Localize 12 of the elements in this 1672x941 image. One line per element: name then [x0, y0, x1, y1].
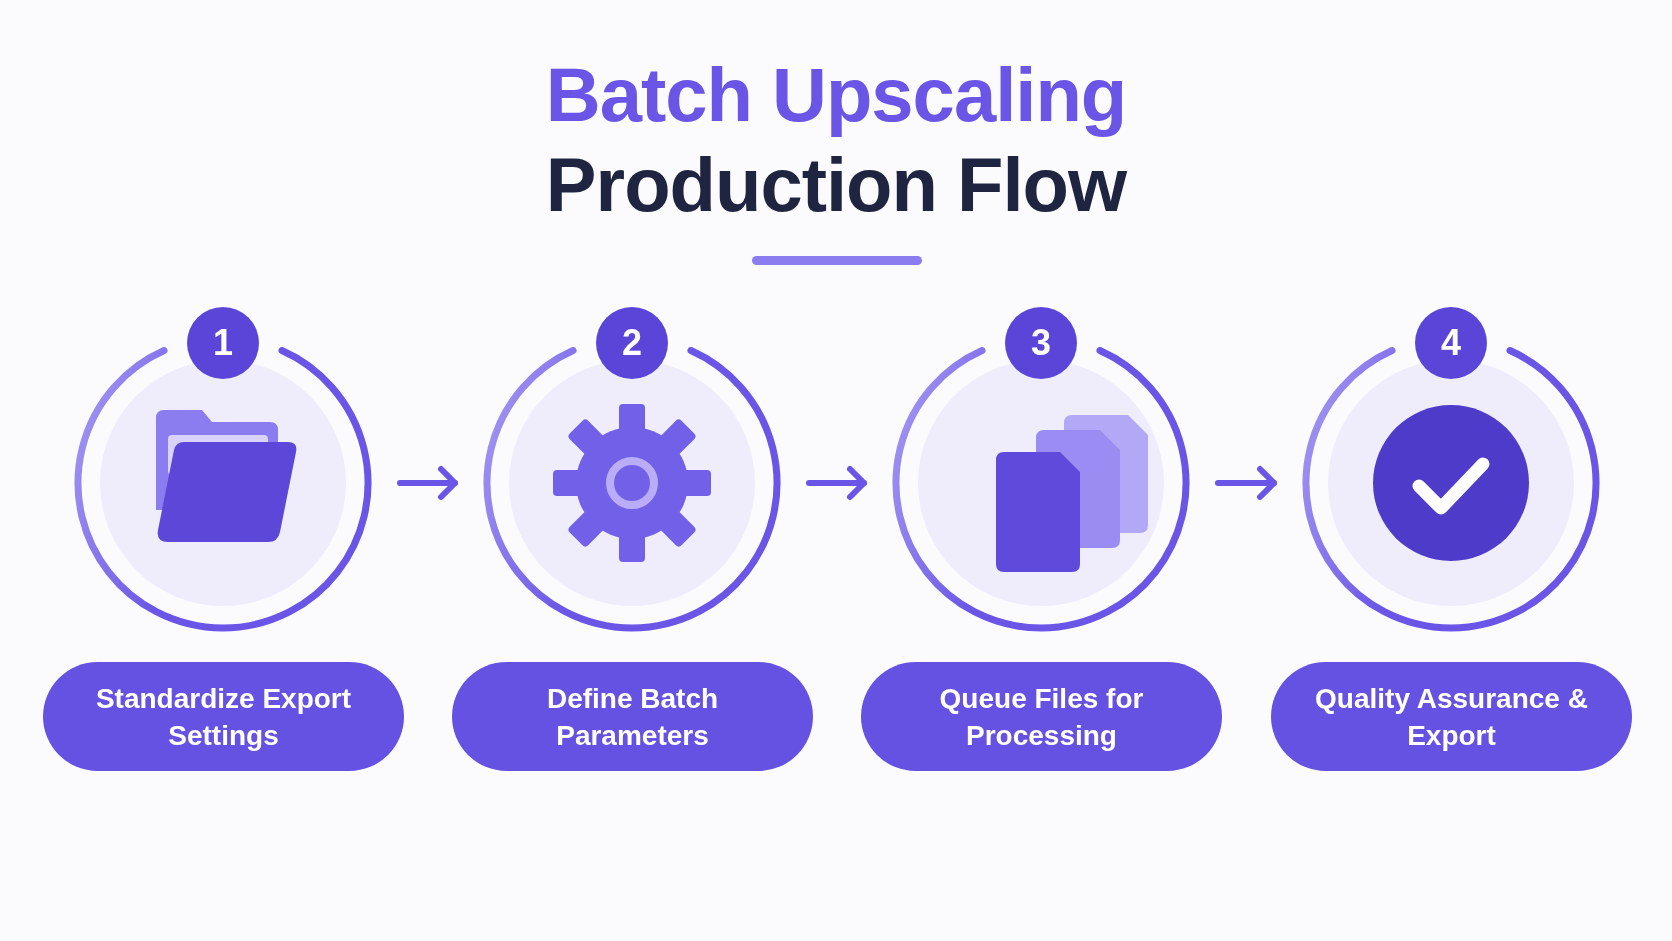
title: Batch Upscaling Production Flow [544, 51, 1128, 229]
step-number: 2 [596, 307, 668, 379]
step-label: Quality Assurance & Export [1271, 662, 1632, 771]
step-number: 3 [1005, 307, 1077, 379]
step-label: Queue Files for Processing [861, 662, 1222, 771]
step-label: Define Batch Parameters [452, 662, 813, 771]
arrow [397, 466, 458, 500]
step-label: Standardize Export Settings [43, 662, 404, 771]
arrow [806, 466, 867, 500]
step-number: 4 [1415, 307, 1487, 379]
step-number: 1 [187, 307, 259, 379]
arrow [1215, 466, 1277, 500]
